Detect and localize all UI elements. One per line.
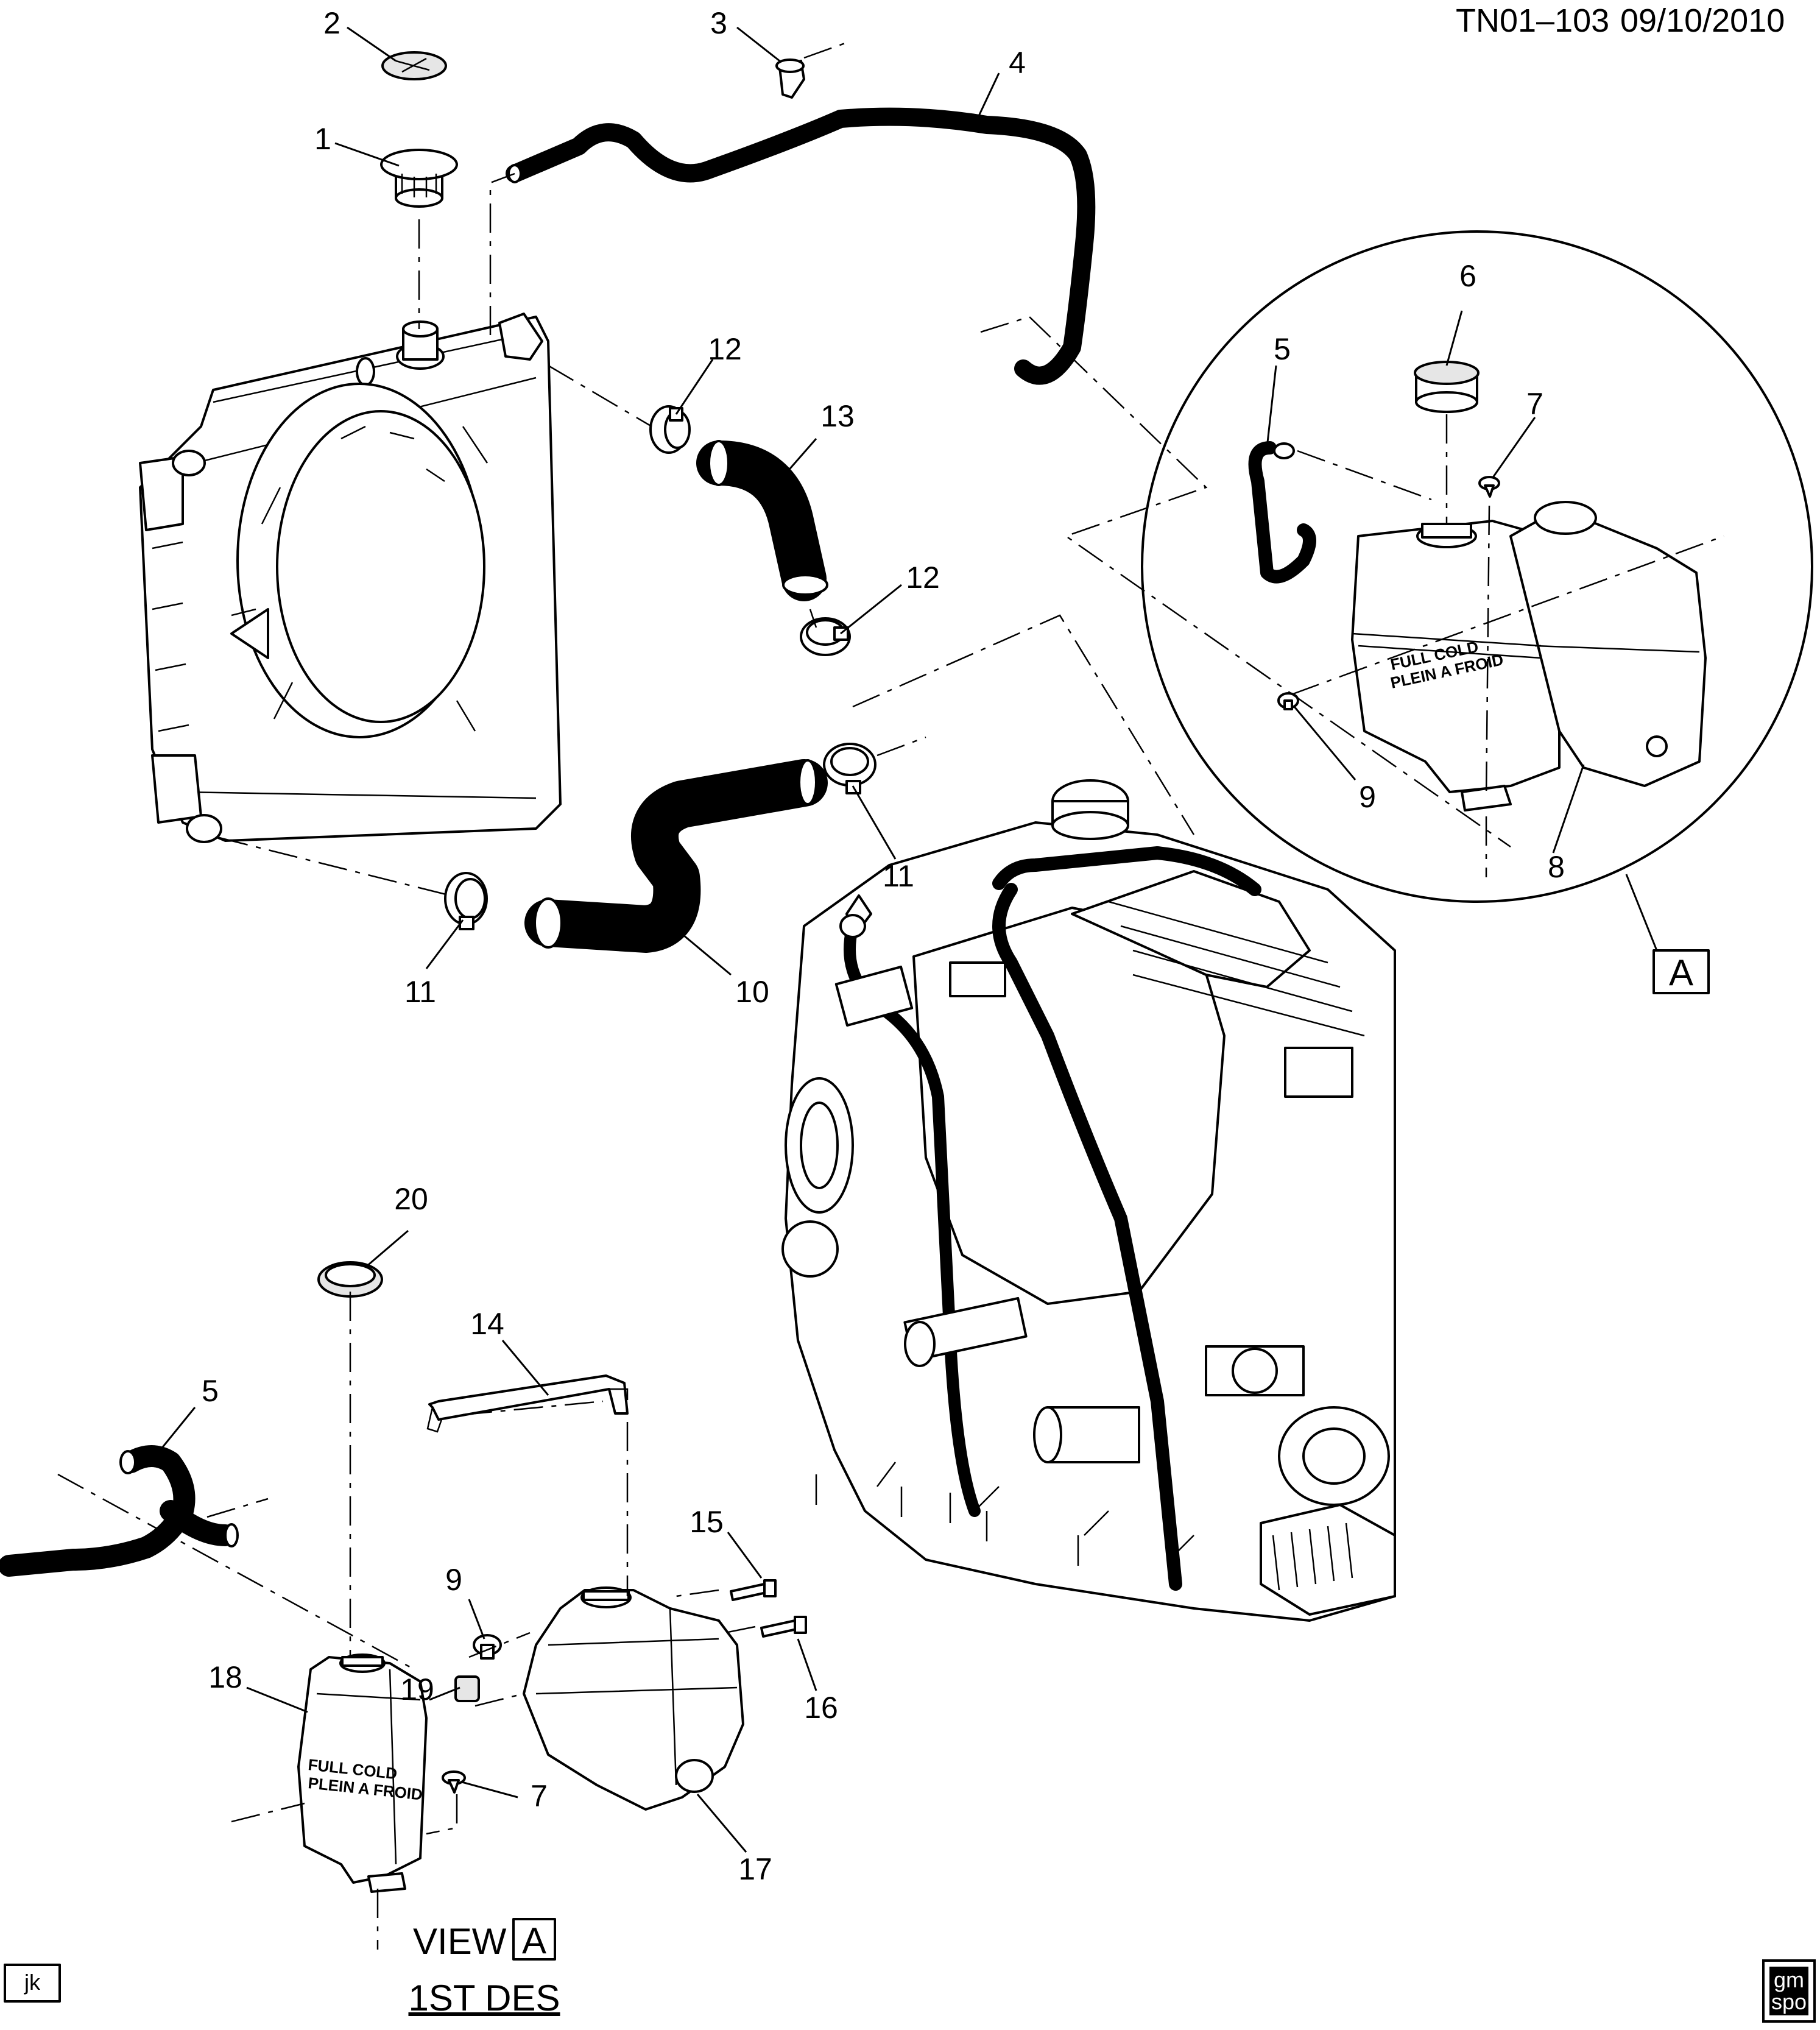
initials-box	[4, 1964, 61, 2003]
callout-12-upper: 12	[708, 332, 742, 366]
upper-hose-part-13	[696, 440, 828, 601]
cap-seal-part-2	[381, 51, 447, 80]
reservoir-tank-part-18: FULL COLD PLEIN A FROID	[297, 1653, 428, 1893]
callout-14: 14	[470, 1307, 504, 1341]
callout-2: 2	[323, 6, 340, 40]
push-pin-part-7-lower	[442, 1770, 466, 1794]
design-label: 1ST DES	[409, 1978, 560, 2018]
callout-11-right: 11	[883, 859, 914, 893]
view-label-letter: A	[522, 1920, 546, 1961]
radiator-assembly	[139, 313, 562, 843]
hose-clamp-part-12-upper	[649, 405, 691, 454]
doc-date: 09/10/2010	[1620, 2, 1785, 39]
callout-19: 19	[400, 1672, 434, 1706]
footer: VIEW A 1ST DES jk gm spo	[4, 1918, 1816, 2023]
callout-3: 3	[710, 6, 727, 40]
view-label: VIEW	[413, 1921, 507, 1962]
leader-lines	[154, 26, 1658, 1853]
reservoir-hose-part-5-view	[1248, 441, 1316, 584]
callout-18: 18	[208, 1660, 242, 1694]
callout-10: 10	[735, 975, 769, 1009]
callout-1: 1	[314, 122, 331, 156]
callout-5-view: 5	[1274, 332, 1291, 366]
callout-16: 16	[804, 1691, 838, 1725]
hose-clamp-part-11-left	[444, 872, 488, 930]
doc-id: TN01–103	[1456, 2, 1609, 39]
view-a-ref-box	[1652, 949, 1710, 994]
callout-7-lower: 7	[531, 1779, 548, 1813]
view-a-ref-letter: A	[1669, 952, 1693, 993]
callout-15: 15	[690, 1505, 724, 1539]
gm-spo-logo: gm spo	[1762, 1959, 1816, 2023]
reservoir-tank-lower	[523, 1586, 744, 1811]
reservoir-hose-part-5-lower	[0, 1445, 239, 1577]
hose-clamp-part-12-lower	[800, 617, 851, 656]
callout-7-view: 7	[1526, 387, 1543, 421]
bolt-part-9-view	[1277, 692, 1299, 710]
callout-5-lower: 5	[202, 1374, 219, 1408]
hose-clamp-part-11-right	[823, 743, 876, 794]
logo-gm: gm	[1774, 1967, 1804, 1992]
clip-part-3	[775, 58, 805, 99]
reservoir-tank-part-8: FULL COLD PLEIN A FROID	[1351, 501, 1707, 812]
bolt-part-9-lower	[473, 1634, 502, 1660]
view-label-box	[512, 1918, 556, 1961]
callout-labels: 2 1 3 4 12 13 12 11 11 10 5 6 7 9 8 20 1…	[202, 6, 1565, 1886]
callout-13: 13	[820, 399, 855, 433]
radiator-cap-part-1	[380, 149, 458, 208]
logo-spo: spo	[1771, 1989, 1807, 2014]
callout-6: 6	[1459, 259, 1476, 293]
callout-9-lower: 9	[445, 1563, 462, 1597]
bolt-part-15	[730, 1579, 777, 1601]
initials: jk	[24, 1970, 41, 1995]
cap-part-20	[317, 1261, 383, 1298]
callout-8: 8	[1548, 850, 1565, 884]
callout-20: 20	[394, 1182, 428, 1216]
callout-17: 17	[738, 1852, 772, 1886]
bolt-part-16	[760, 1616, 807, 1638]
callout-11-left: 11	[404, 975, 436, 1009]
lower-hose-part-10	[524, 759, 828, 953]
callout-12-lower: 12	[906, 561, 940, 595]
tank-cap-part-6	[1414, 361, 1480, 413]
overflow-hose-part-4	[506, 107, 1096, 385]
push-pin-part-7-view	[1478, 476, 1500, 498]
bracket-part-14	[426, 1374, 629, 1433]
alignment-lines	[57, 41, 1724, 1950]
engine-assembly	[781, 779, 1396, 1622]
callout-9-view: 9	[1359, 780, 1376, 814]
callout-4: 4	[1009, 46, 1026, 80]
